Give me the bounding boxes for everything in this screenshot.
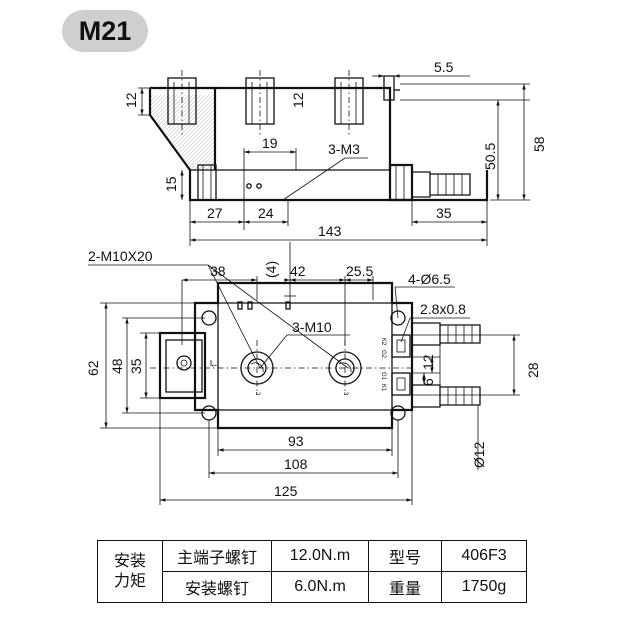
table-row: 安装 力矩 主端子螺钉 12.0N.m 型号 406F3 [97,540,527,603]
dim-19: 19 [262,135,278,151]
dim-58: 58 [531,136,547,152]
mount-torque-cell: 6.0N.m [271,571,369,603]
terminal-2: 2 [254,392,260,396]
dim-6-right: 6 [420,378,436,386]
terminal-1: 1 [210,364,216,368]
spec-table: 安装 力矩 主端子螺钉 12.0N.m 型号 406F3 安装螺钉 6.0N.m… [97,540,527,603]
dim-108: 108 [284,456,308,472]
dim-27: 27 [207,205,223,221]
torque-label-line1: 安装 [113,552,146,570]
dim-5-5: 5.5 [434,59,454,75]
mount-screw-cell: 安装螺钉 [162,571,272,603]
dim-93: 93 [288,433,304,449]
dim-12-mid: 12 [290,92,306,108]
dim-48: 48 [109,358,125,374]
model-badge: M21 [62,10,148,52]
torque-label-line2: 力矩 [113,572,146,590]
label-4-phi6-5: 4-Ø6.5 [408,271,451,287]
torque-label-cell: 安装 力矩 [97,540,163,603]
model-label: M21 [78,16,132,46]
dim-25-5: 25.5 [346,263,373,279]
top-view: K2 G2 G1 K1 2 3 1 [85,242,541,505]
model-key-cell: 型号 [368,540,442,572]
dim-35-left: 35 [128,358,144,374]
dim-15: 15 [163,176,179,192]
weight-value-cell: 1750g [441,571,527,603]
pin-k2: K2 [380,338,386,346]
dim-phi12: Ø12 [471,441,487,468]
dim-125: 125 [274,483,298,499]
dim-28-right: 28 [525,362,541,378]
dim-12-left: 12 [123,92,139,108]
table-row: 安装螺钉 6.0N.m 重量 1750g [98,571,527,603]
dim-24: 24 [258,205,274,221]
dim-38: 38 [210,263,226,279]
side-view: 12 12 15 19 3-M3 27 24 143 35 5.5 50.5 5… [123,59,547,246]
dim-50-5: 50.5 [482,143,498,170]
label-3-m10: 3-M10 [292,319,332,335]
dim-4: (4) [263,261,279,278]
pin-g2: G2 [380,350,386,359]
dim-42: 42 [290,263,306,279]
terminal-3: 3 [342,392,348,396]
model-value-cell: 406F3 [441,540,527,572]
pin-g1: G1 [380,372,386,381]
label-2-m10x20: 2-M10X20 [88,248,153,264]
main-terminal-torque-cell: 12.0N.m [271,540,369,572]
label-3-m3: 3-M3 [328,141,360,157]
pin-k1: K1 [380,384,386,392]
dim-143: 143 [318,223,342,239]
label-2-8x0-8: 2.8x0.8 [420,301,466,317]
dim-12-right: 12 [420,354,436,370]
dim-62: 62 [85,360,101,376]
main-terminal-screw-cell: 主端子螺钉 [162,540,272,572]
dim-35-top: 35 [436,205,452,221]
weight-key-cell: 重量 [368,571,442,603]
